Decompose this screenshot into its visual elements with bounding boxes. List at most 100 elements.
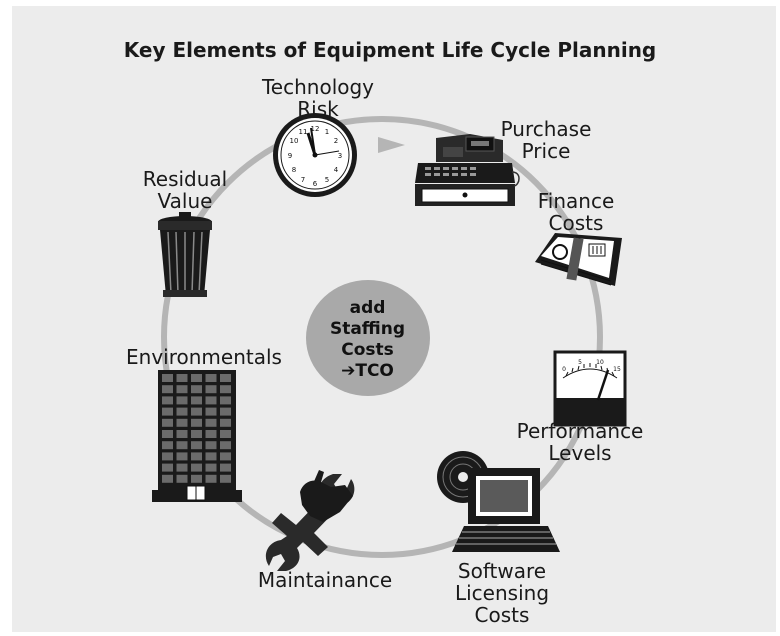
label-software-licensing: Software Licensing Costs xyxy=(442,560,562,626)
svg-text:8: 8 xyxy=(292,166,296,174)
label-environmentals-line1: Environmentals xyxy=(126,345,282,369)
label-residual-value-line2: Value xyxy=(157,189,213,213)
building-window xyxy=(162,452,173,461)
label-software-licensing-line3: Costs xyxy=(474,603,530,627)
building-window xyxy=(205,452,217,461)
svg-text:3: 3 xyxy=(338,152,342,160)
computer-cd-icon xyxy=(437,451,560,552)
building-window xyxy=(176,463,188,472)
building-window xyxy=(191,463,202,472)
cash-register-icon xyxy=(415,134,520,206)
center-line-add: add xyxy=(349,298,386,318)
svg-text:1: 1 xyxy=(325,128,329,136)
trash-can-icon xyxy=(158,212,212,297)
building-window xyxy=(205,474,217,483)
building-window xyxy=(162,374,173,382)
building-window xyxy=(162,407,173,416)
svg-text:2: 2 xyxy=(334,137,338,145)
label-performance-levels: Performance Levels xyxy=(515,420,645,464)
building-window xyxy=(162,430,173,438)
label-environmentals: Environmentals xyxy=(124,346,284,368)
label-performance-levels-line1: Performance xyxy=(516,419,644,443)
building-window xyxy=(220,463,231,472)
cycle-arrowhead xyxy=(378,137,405,153)
building-window xyxy=(176,385,188,394)
svg-text:11: 11 xyxy=(299,128,308,136)
label-software-licensing-line1: Software xyxy=(457,559,547,583)
building-window xyxy=(191,374,202,382)
center-line-costs: Costs xyxy=(341,340,394,360)
svg-text:10: 10 xyxy=(290,137,299,145)
label-finance-costs-line2: Costs xyxy=(548,211,604,235)
label-purchase-price: Purchase Price xyxy=(496,118,596,162)
meter-gauge-icon xyxy=(553,350,627,427)
building-window xyxy=(191,430,202,438)
building-window xyxy=(191,385,202,394)
building-window xyxy=(220,474,231,483)
building-window xyxy=(205,441,217,450)
building-window xyxy=(162,385,173,394)
gauge-tick-15: 15 xyxy=(613,366,621,373)
building-window xyxy=(205,463,217,472)
center-line-tco: ➔TCO xyxy=(341,361,394,381)
building-window xyxy=(162,396,173,405)
building-window xyxy=(220,441,231,450)
gauge-tick-5: 5 xyxy=(578,359,582,366)
building-window xyxy=(176,374,188,382)
building-window xyxy=(191,441,202,450)
building-window xyxy=(176,407,188,416)
label-maintainance: Maintainance xyxy=(250,569,400,591)
gauge-tick-10: 10 xyxy=(596,359,604,366)
building-window xyxy=(162,463,173,472)
label-finance-costs: Finance Costs xyxy=(526,190,626,234)
building-window xyxy=(176,396,188,405)
building-window xyxy=(220,385,231,394)
gauge-tick-0: 0 xyxy=(562,366,566,373)
building-window xyxy=(220,396,231,405)
money-stack-icon xyxy=(535,233,622,286)
building-window xyxy=(205,385,217,394)
building-window xyxy=(191,452,202,461)
building-window xyxy=(176,452,188,461)
clock-icon: 12 1 2 3 4 5 6 7 8 9 10 11 xyxy=(273,113,357,197)
center-ellipse xyxy=(306,280,430,396)
label-technology-risk-line1: Technology xyxy=(261,75,375,99)
building-window xyxy=(205,374,217,382)
building-window xyxy=(191,474,202,483)
building-window xyxy=(205,396,217,405)
label-technology-risk: Technology Risk xyxy=(258,76,378,120)
building-window xyxy=(220,418,231,427)
building-window xyxy=(176,441,188,450)
svg-text:12: 12 xyxy=(311,125,320,133)
label-performance-levels-line2: Levels xyxy=(548,441,612,465)
building-window xyxy=(176,418,188,427)
building-icon xyxy=(152,370,242,502)
svg-text:9: 9 xyxy=(288,152,292,160)
label-residual-value-line1: Residual xyxy=(142,167,228,191)
label-technology-risk-line2: Risk xyxy=(297,97,339,121)
label-purchase-price-line1: Purchase xyxy=(500,117,592,141)
building-window xyxy=(162,474,173,483)
wrench-hand-icon xyxy=(265,470,355,571)
label-software-licensing-line2: Licensing xyxy=(454,581,550,605)
building-window xyxy=(191,407,202,416)
label-finance-costs-line1: Finance xyxy=(537,189,615,213)
building-window xyxy=(162,441,173,450)
building-window xyxy=(191,418,202,427)
center-label: add Staffing Costs ➔TCO xyxy=(300,298,435,382)
building-window xyxy=(205,418,217,427)
building-window xyxy=(220,430,231,438)
building-window xyxy=(220,407,231,416)
cycle-ring xyxy=(161,116,603,558)
svg-text:4: 4 xyxy=(334,166,339,174)
svg-text:6: 6 xyxy=(313,180,318,188)
building-window xyxy=(205,407,217,416)
diagram-title: Key Elements of Equipment Life Cycle Pla… xyxy=(123,38,657,62)
building-window xyxy=(220,374,231,382)
building-window xyxy=(220,452,231,461)
svg-text:7: 7 xyxy=(301,176,305,184)
building-window xyxy=(205,430,217,438)
label-maintainance-line1: Maintainance xyxy=(257,568,393,592)
